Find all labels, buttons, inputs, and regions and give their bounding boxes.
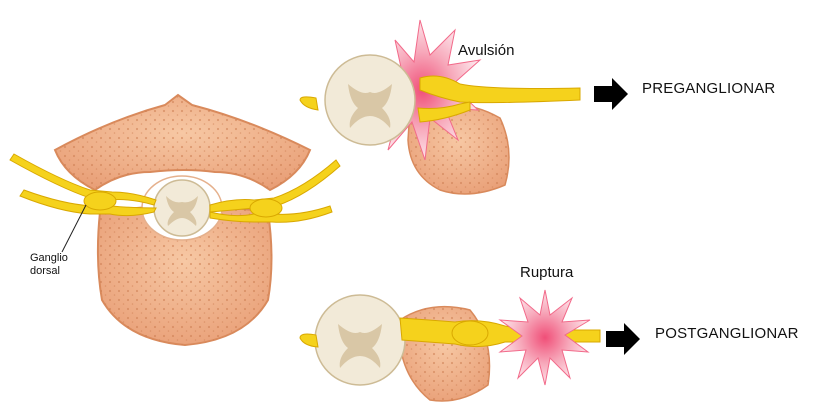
avulsion-label: Avulsión: [458, 42, 514, 59]
ganglio-dorsal-label: Ganglio dorsal: [30, 252, 68, 278]
ganglio-label-line1: Ganglio: [30, 252, 68, 265]
right-arrow-icon: [606, 323, 640, 355]
ruptura-label: Ruptura: [520, 264, 573, 281]
avulsion-illustration: [300, 20, 580, 194]
ganglio-label-line2: dorsal: [30, 265, 68, 278]
right-arrow-icon: [594, 78, 628, 110]
preganglionar-label: PREGANGLIONAR: [642, 80, 775, 97]
rupture-illustration: [300, 290, 600, 401]
postganglionar-label: POSTGANGLIONAR: [655, 325, 799, 342]
vertebra-illustration: [10, 95, 340, 345]
